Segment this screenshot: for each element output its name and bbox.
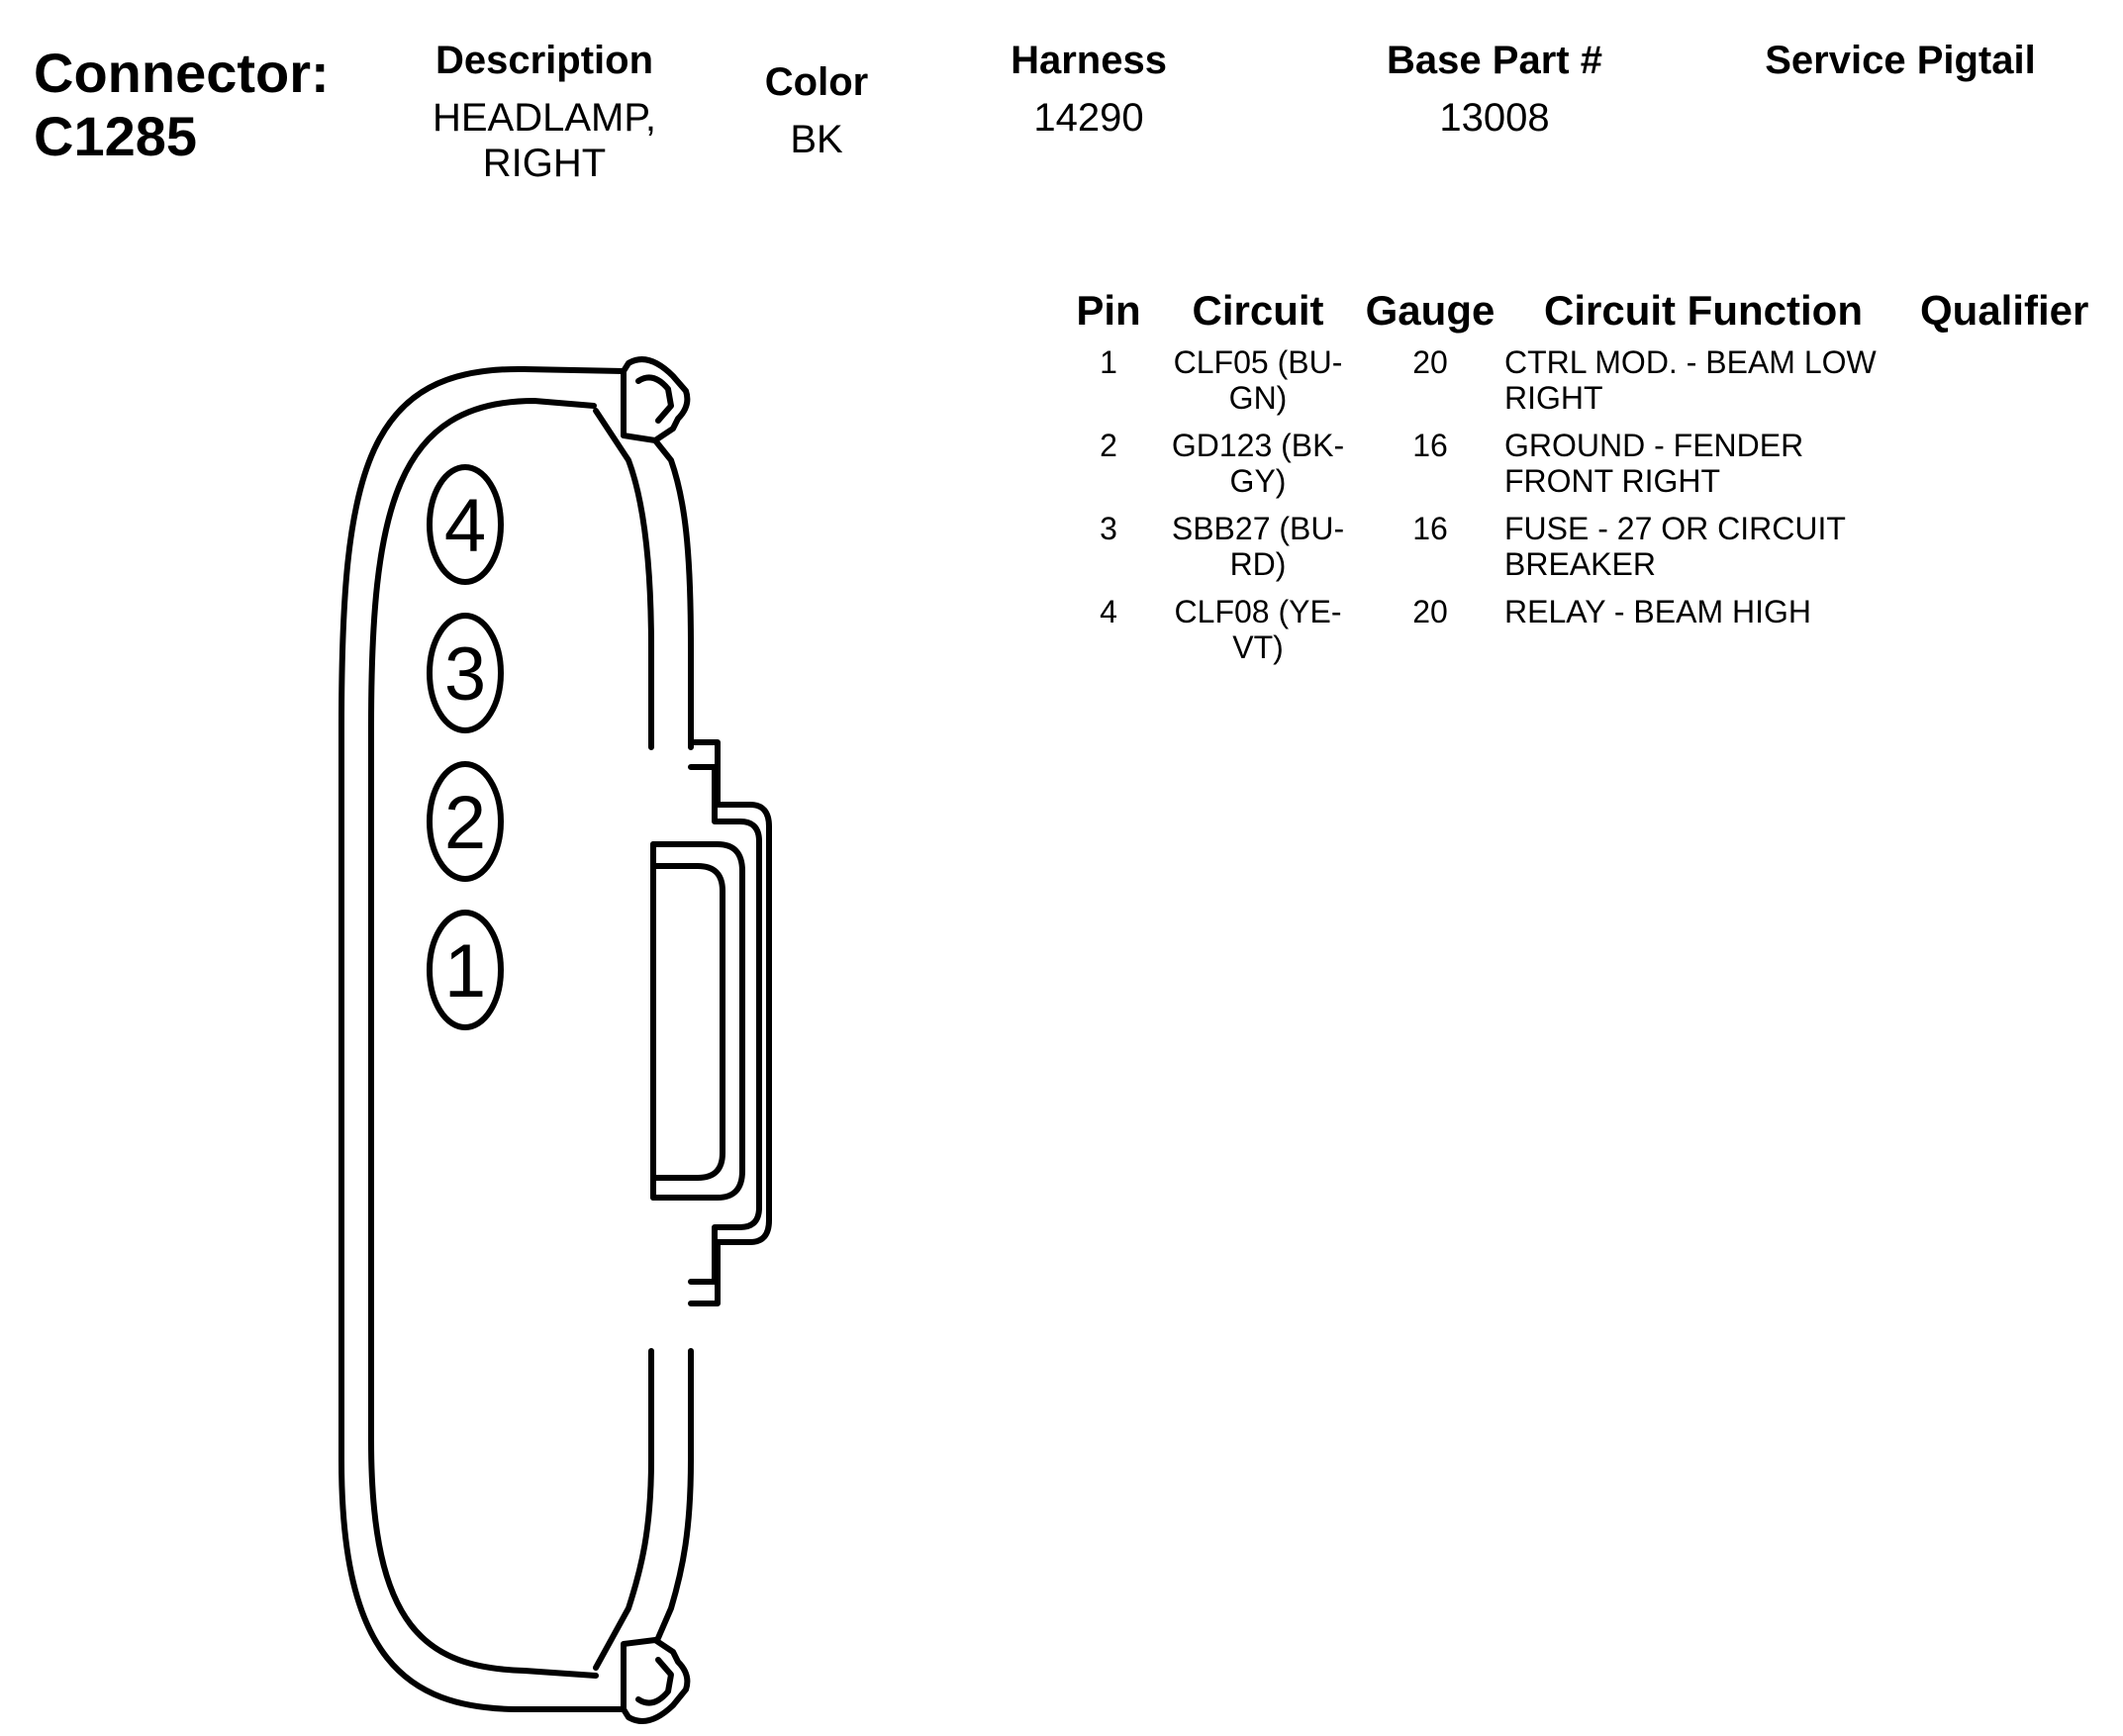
color-column: Color BK	[737, 59, 896, 162]
row-circuit-line1: GD123 (BK-	[1171, 428, 1345, 463]
row-circuit-function: CTRL MOD. - BEAM LOW RIGHT	[1504, 344, 1930, 416]
base-part-value: 13008	[1439, 96, 1550, 140]
row-function-line2: BREAKER	[1504, 546, 1656, 582]
row-pin: 4	[1100, 594, 1117, 629]
pin-1-circle	[427, 910, 504, 1030]
row-pin: 3	[1100, 511, 1117, 546]
row-circuit-line2: VT)	[1232, 629, 1284, 665]
connector-face-diagram: 4 3 2 1	[338, 356, 772, 1724]
pin-2-label: 2	[444, 781, 486, 865]
pin-4-label: 4	[444, 484, 486, 568]
header-circuit: Circuit	[1192, 287, 1324, 334]
base-part-column: Base Part # 13008	[1346, 38, 1643, 141]
bottom-latch-inner	[635, 1657, 674, 1706]
row-circuit-function: RELAY - BEAM HIGH	[1504, 594, 1930, 629]
row-circuit-line1: SBB27 (BU-	[1171, 511, 1345, 546]
pin-3-circle	[427, 613, 504, 733]
description-column: Description HEADLAMP, RIGHT	[406, 38, 683, 186]
row-gauge: 16	[1412, 511, 1448, 546]
row-pin: 1	[1100, 344, 1117, 380]
housing-right-inner-bottom	[593, 1348, 654, 1671]
top-latch	[621, 356, 691, 443]
pin-table: Pin Circuit Gauge Circuit Function Quali…	[1069, 287, 2118, 665]
description-value-line2: RIGHT	[482, 142, 607, 185]
row-function-line1: GROUND - FENDER	[1504, 428, 1804, 463]
table-row: 3 SBB27 (BU- RD) 16 FUSE - 27 OR CIRCUIT…	[1069, 511, 2118, 590]
row-circuit-function: FUSE - 27 OR CIRCUIT BREAKER	[1504, 511, 1930, 582]
header-circuit-function: Circuit Function	[1544, 287, 1863, 334]
row-circuit: CLF05 (BU- GN)	[1159, 344, 1357, 416]
connector-label: Connector:	[34, 42, 330, 104]
description-label: Description	[434, 39, 654, 82]
connector-id: C1285	[34, 105, 198, 167]
harness-value: 14290	[1033, 96, 1144, 140]
row-circuit-line1: CLF05 (BU-	[1173, 344, 1343, 380]
row-function-line1: RELAY - BEAM HIGH	[1504, 594, 1811, 629]
color-value: BK	[790, 118, 843, 161]
header-qualifier: Qualifier	[1920, 287, 2089, 334]
locking-tab-outer	[688, 739, 772, 1306]
service-pigtail-column: Service Pigtail	[1742, 38, 2059, 83]
row-circuit-line1: CLF08 (YE-	[1174, 594, 1342, 629]
housing-right-inner-top	[593, 408, 654, 750]
bottom-latch	[621, 1637, 691, 1724]
harness-column: Harness 14290	[970, 38, 1207, 141]
row-function-line1: CTRL MOD. - BEAM LOW	[1504, 344, 1877, 380]
description-value-line1: HEADLAMP,	[432, 96, 656, 140]
housing-inner-outline	[368, 398, 599, 1679]
color-label: Color	[764, 60, 869, 104]
pin-3-label: 3	[444, 632, 486, 717]
row-circuit-line2: GN)	[1228, 380, 1288, 416]
row-circuit-line2: RD)	[1229, 546, 1287, 582]
row-circuit-line2: GY)	[1229, 463, 1287, 499]
pin-4-circle	[427, 464, 504, 585]
pin-1-label: 1	[444, 929, 486, 1013]
header-gauge: Gauge	[1365, 287, 1496, 334]
row-gauge: 20	[1412, 344, 1448, 380]
connector-title: Connector: C1285	[34, 42, 330, 168]
base-part-label: Base Part #	[1387, 39, 1602, 82]
row-function-line2: FRONT RIGHT	[1504, 463, 1721, 499]
housing-right-edge-bottom	[655, 1348, 694, 1641]
table-row: 2 GD123 (BK- GY) 16 GROUND - FENDER FRON…	[1069, 428, 2118, 507]
harness-label: Harness	[1011, 39, 1167, 82]
table-row: 1 CLF05 (BU- GN) 20 CTRL MOD. - BEAM LOW…	[1069, 344, 2118, 424]
locking-tab-step	[688, 764, 762, 1285]
header-pin: Pin	[1076, 287, 1141, 334]
locking-tab-inner	[650, 841, 745, 1201]
row-circuit: GD123 (BK- GY)	[1159, 428, 1357, 499]
pin-table-header: Pin Circuit Gauge Circuit Function Quali…	[1069, 287, 2118, 338]
housing-outer-outline	[338, 365, 627, 1712]
row-gauge: 16	[1412, 428, 1448, 463]
row-gauge: 20	[1412, 594, 1448, 629]
row-pin: 2	[1100, 428, 1117, 463]
row-function-line1: FUSE - 27 OR CIRCUIT	[1504, 511, 1846, 546]
table-row: 4 CLF08 (YE- VT) 20 RELAY - BEAM HIGH	[1069, 594, 2118, 673]
housing-right-edge-top	[652, 437, 694, 750]
pin-2-circle	[427, 761, 504, 882]
row-circuit-function: GROUND - FENDER FRONT RIGHT	[1504, 428, 1930, 499]
top-latch-inner	[635, 374, 674, 424]
row-function-line2: RIGHT	[1504, 380, 1603, 416]
row-circuit: CLF08 (YE- VT)	[1159, 594, 1357, 665]
service-pigtail-label: Service Pigtail	[1765, 39, 2036, 82]
row-circuit: SBB27 (BU- RD)	[1159, 511, 1357, 582]
locking-tab-core	[650, 863, 725, 1181]
